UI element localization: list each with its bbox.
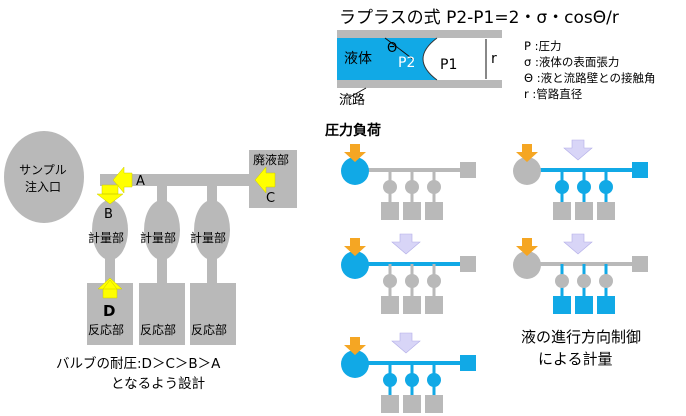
metering-label-2: 計量部 (140, 231, 177, 245)
state-panels (341, 139, 648, 413)
pressure-arrow (344, 238, 366, 256)
pressure-arrow (344, 337, 366, 355)
left-caption-line2: となるよう設計 (111, 376, 206, 392)
theta-label: Θ (387, 41, 398, 56)
arrow-D (97, 277, 123, 299)
state-panel-3 (341, 233, 476, 314)
laplace-title: ラプラスの式 P2-P1=2・σ・cosΘ/r (339, 8, 619, 28)
left-caption-line1: バルブの耐圧:D＞C＞B＞A (56, 356, 221, 372)
capillary-illustration (337, 30, 502, 98)
sample-inlet-shape (4, 131, 84, 223)
arrow-A (112, 166, 133, 194)
direction-arrow (391, 233, 421, 255)
channel-leader-line (349, 87, 367, 98)
label-A: A (136, 174, 145, 189)
label-B: B (104, 207, 113, 222)
legend-item-diameter: r :管路直径 (524, 87, 583, 101)
arrow-C (254, 166, 276, 194)
pressure-arrow (516, 144, 538, 162)
reaction-label-2: 反応部 (140, 323, 177, 337)
metering-label-1: 計量部 (88, 231, 125, 245)
state-panel-5 (341, 332, 476, 413)
left-chip-diagram (4, 131, 297, 345)
waste-label: 廃液部 (253, 153, 290, 167)
liquid-label: 液体 (344, 51, 372, 67)
arrow-B (96, 184, 124, 205)
direction-arrow (563, 233, 593, 255)
state-panel-4 (513, 233, 648, 314)
right-caption-line2: による計量 (538, 350, 613, 368)
pressure-title: 圧力負荷 (325, 123, 381, 139)
legend-item-surface-tension: σ :液体の表面張力 (524, 55, 620, 69)
legend-item-contact-angle: Θ :液と流路壁との接触角 (524, 71, 656, 85)
pressure-arrow (516, 238, 538, 256)
sample-inlet-label: サンプル 注入口 (19, 163, 67, 194)
state-panel-2 (513, 139, 648, 220)
metering-label-3: 計量部 (190, 231, 227, 245)
state-panel-1 (341, 144, 476, 220)
label-C: C (266, 191, 276, 206)
contact-angle-line (384, 37, 415, 61)
pressure-arrow (344, 144, 366, 162)
legend-item-pressure: P :圧力 (524, 39, 562, 53)
channel-label: 流路 (339, 93, 366, 108)
reaction-label-3: 反応部 (191, 323, 228, 337)
label-D: D (103, 302, 116, 320)
p2-label: P2 (398, 55, 416, 71)
liquid-region (337, 38, 437, 80)
direction-arrow (563, 139, 593, 161)
p1-label: P1 (440, 57, 458, 73)
direction-arrow (391, 332, 421, 354)
reaction-label-1: 反応部 (88, 323, 125, 337)
r-label: r (491, 51, 497, 67)
right-caption-line1: 液の進行方向制御 (521, 328, 642, 346)
